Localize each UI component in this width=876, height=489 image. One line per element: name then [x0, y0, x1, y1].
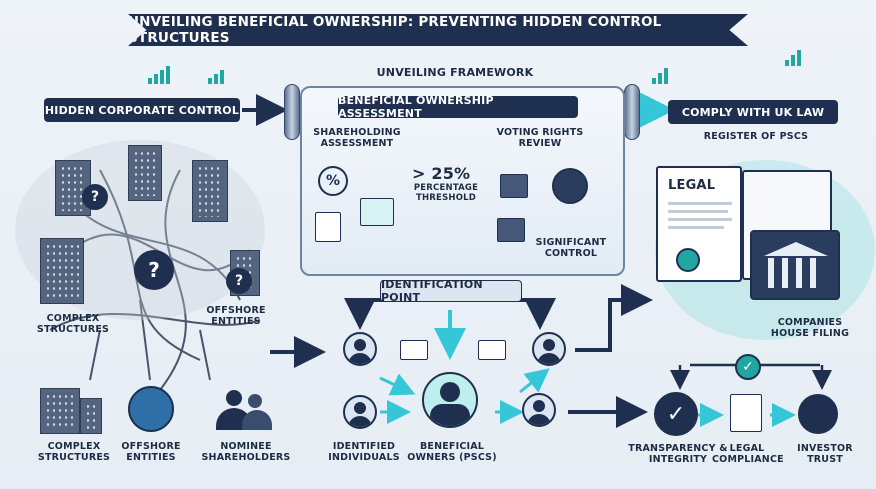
scroll-roll-left	[284, 84, 300, 140]
page-title: UNVEILING BENEFICIAL OWNERSHIP: PREVENTI…	[128, 14, 748, 46]
hidden-control-label: HIDDEN CORPORATE CONTROL	[44, 98, 240, 122]
person-avatar	[343, 332, 377, 366]
significant-control-label: SIGNIFICANT CONTROL	[535, 237, 607, 259]
shareholding-assessment-label: SHAREHOLDING ASSESSMENT	[313, 127, 401, 149]
certificate-icon	[315, 212, 341, 242]
building-icon	[40, 238, 84, 304]
question-icon: ?	[82, 184, 108, 210]
transparency-check-icon: ✓	[654, 392, 698, 436]
identified-individuals-label: IDENTIFIED INDIVIDUALS	[328, 441, 400, 463]
ballot-box-icon	[500, 174, 528, 198]
investor-trust-label: INVESTOR TRUST	[797, 443, 853, 465]
ballot-box-icon-2	[497, 218, 525, 242]
checkmark-icon: ✓	[735, 354, 761, 380]
globe-icon	[128, 386, 174, 432]
register-pscs-label: REGISTER OF PSCs	[703, 131, 809, 142]
building-icon	[128, 145, 162, 201]
gauge-icon	[552, 168, 588, 204]
id-card-icon	[400, 340, 428, 360]
voting-rights-label: VOTING RIGHTS REVIEW	[496, 127, 584, 149]
complex-structures-icon	[40, 388, 80, 434]
nominee-shareholders-label: NOMINEE SHAREHOLDERS	[201, 441, 291, 463]
complex-structures-mid-label: COMPLEX STRUCTURES	[36, 313, 110, 335]
assessment-header: BENEFICIAL OWNERSHIP ASSESSMENT	[338, 94, 578, 120]
offshore-entities-mid-label: OFFSHORE ENTITIES	[206, 305, 266, 327]
percent-icon: %	[318, 166, 348, 196]
companies-house-label: COMPANIES HOUSE FILING	[770, 317, 850, 339]
seal-icon	[676, 248, 700, 272]
person-avatar	[532, 332, 566, 366]
identification-point-label: IDENTIFICATION POINT	[380, 278, 522, 304]
investor-trust-icon	[798, 394, 838, 434]
id-card-icon	[478, 340, 506, 360]
person-avatar	[522, 393, 556, 427]
legal-document: LEGAL	[656, 166, 742, 282]
complex-structures-label: COMPLEX STRUCTURES	[37, 441, 111, 463]
building-icon	[55, 160, 91, 216]
question-icon: ?	[134, 250, 174, 290]
question-icon: ?	[226, 268, 252, 294]
comply-uk-law-label: COMPLY WITH UK LAW	[668, 100, 838, 124]
building-icon	[80, 398, 102, 434]
beneficial-owners-label: BENEFICIAL OWNERS (PSCs)	[407, 441, 497, 463]
percent-document-icon	[360, 198, 394, 226]
threshold-value: > 25%	[412, 164, 471, 183]
legal-document-title: LEGAL	[668, 178, 716, 193]
scroll-roll-right	[624, 84, 640, 140]
legal-compliance-icon	[730, 394, 762, 432]
threshold-label: PERCENTAGE THRESHOLD	[413, 183, 479, 203]
nominee-shareholders-icon	[208, 390, 278, 432]
framework-label: UNVEILING FRAMEWORK	[376, 66, 534, 79]
transparency-label: TRANSPARENCY & INTEGRITY	[628, 443, 728, 465]
legal-compliance-label: LEGAL COMPLIANCE	[712, 443, 784, 465]
building-icon	[192, 160, 228, 222]
beneficial-owner-avatar	[422, 372, 478, 428]
person-avatar	[343, 395, 377, 429]
offshore-entities-label: OFFSHORE ENTITIES	[121, 441, 181, 463]
companies-house-building-icon	[750, 230, 840, 300]
